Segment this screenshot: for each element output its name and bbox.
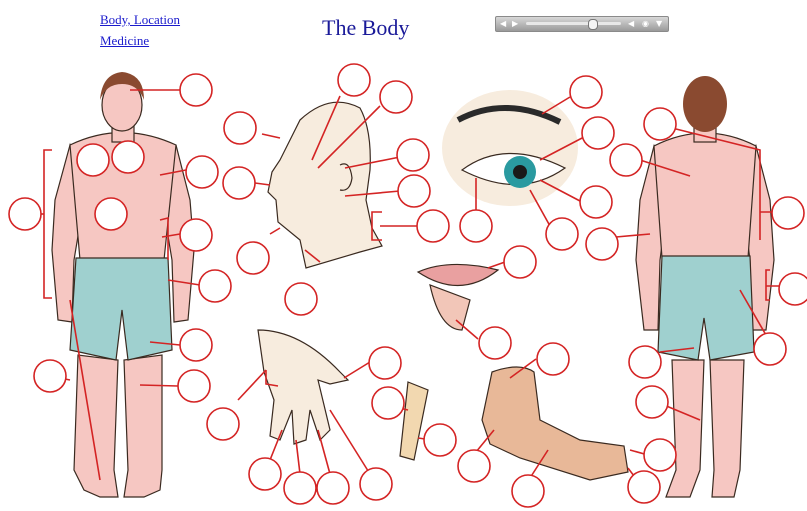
- label-circle-back[interactable]: [610, 144, 642, 176]
- label-circle-shoulder[interactable]: [186, 156, 218, 188]
- label-circle-throat[interactable]: [285, 283, 317, 315]
- label-circle-chest-right[interactable]: [112, 141, 144, 173]
- label-circle-stomach[interactable]: [95, 198, 127, 230]
- label-circle-iris[interactable]: [546, 218, 578, 250]
- label-circle-ear[interactable]: [397, 139, 429, 171]
- label-circle-hip[interactable]: [199, 270, 231, 302]
- label-circle-lower-back[interactable]: [586, 228, 618, 260]
- foot-drawing: [482, 367, 628, 480]
- label-circle-finger-3[interactable]: [317, 472, 349, 504]
- label-circle-thigh[interactable]: [180, 329, 212, 361]
- label-circle-scalp[interactable]: [380, 81, 412, 113]
- label-circle-ankle[interactable]: [537, 343, 569, 375]
- label-circle-toenail[interactable]: [628, 471, 660, 503]
- label-circle-calf[interactable]: [636, 386, 668, 418]
- label-circle-cheek[interactable]: [398, 175, 430, 207]
- label-circle-knuckle[interactable]: [424, 424, 456, 456]
- label-circle-arm-left[interactable]: [9, 198, 41, 230]
- label-circle-neck[interactable]: [417, 210, 449, 242]
- label-circle-chin[interactable]: [237, 242, 269, 274]
- label-circle-nose[interactable]: [223, 167, 255, 199]
- label-circle-eyelash[interactable]: [460, 210, 492, 242]
- label-circle-knee-right[interactable]: [178, 370, 210, 402]
- label-circle-finger-2[interactable]: [284, 472, 316, 504]
- label-circle-toe[interactable]: [644, 439, 676, 471]
- label-circle-chest-left[interactable]: [77, 144, 109, 176]
- finger-drawing: [400, 382, 428, 460]
- label-circle-elbow[interactable]: [772, 197, 804, 229]
- label-circle-palm[interactable]: [207, 408, 239, 440]
- label-circle-fingernail[interactable]: [372, 387, 404, 419]
- label-circle-sole[interactable]: [512, 475, 544, 507]
- label-circle-wrist-back[interactable]: [779, 273, 807, 305]
- label-circle-temple[interactable]: [338, 64, 370, 96]
- label-circle-buttocks[interactable]: [754, 333, 786, 365]
- label-circle-thumb[interactable]: [369, 347, 401, 379]
- label-circle-knee-left[interactable]: [34, 360, 66, 392]
- label-circle-pupil[interactable]: [580, 186, 612, 218]
- label-circle-hair[interactable]: [180, 74, 212, 106]
- hand-drawing: [258, 330, 348, 444]
- label-circle-finger-4[interactable]: [360, 468, 392, 500]
- label-circle-back-shoulder[interactable]: [644, 108, 676, 140]
- label-circle-forehead[interactable]: [224, 112, 256, 144]
- label-circle-back-thigh[interactable]: [629, 346, 661, 378]
- label-circle-side[interactable]: [180, 219, 212, 251]
- label-circle-eyebrow[interactable]: [570, 76, 602, 108]
- label-circle-lip[interactable]: [504, 246, 536, 278]
- mouth-drawing: [418, 264, 498, 330]
- front-body-figure: [52, 72, 194, 497]
- label-circle-tongue[interactable]: [479, 327, 511, 359]
- head-profile-drawing: [268, 102, 382, 268]
- label-circle-heel[interactable]: [458, 450, 490, 482]
- label-circle-eyelid[interactable]: [582, 117, 614, 149]
- label-circle-finger-1[interactable]: [249, 458, 281, 490]
